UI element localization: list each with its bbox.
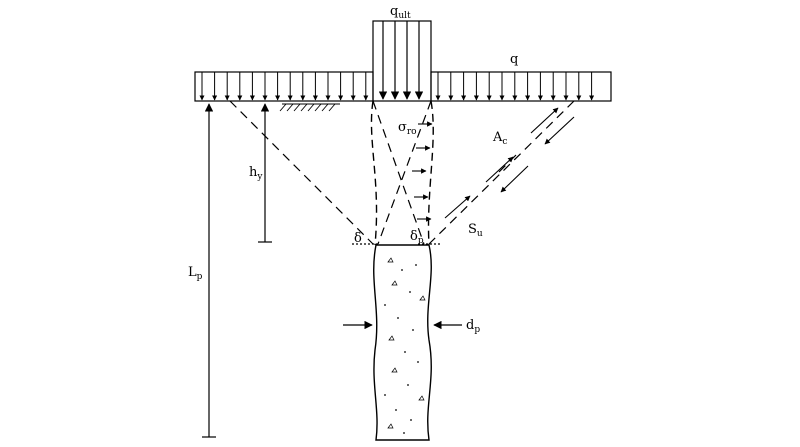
- concrete-speckle: [412, 329, 414, 331]
- concrete-speckle: [387, 257, 394, 263]
- concrete-speckle: [410, 419, 412, 421]
- concrete-speckle: [391, 367, 398, 373]
- concrete-speckle: [418, 395, 425, 401]
- shear-arrows: [444, 107, 575, 219]
- label-sigma-ro: σro: [398, 120, 417, 137]
- label-l-p: Lp: [188, 265, 203, 282]
- concrete-speckle: [384, 304, 386, 306]
- label-delta: δ: [354, 231, 362, 246]
- dimension-lp: [202, 103, 216, 438]
- ground-hatch: [279, 103, 340, 112]
- concrete-speckle: [403, 432, 405, 434]
- concrete-speckle: [391, 280, 398, 286]
- surcharge-left: [194, 71, 374, 102]
- concrete-speckle: [409, 291, 411, 293]
- concrete-speckle: [397, 317, 399, 319]
- ultimate-load-block: [372, 20, 432, 102]
- dimension-hy: [258, 103, 272, 243]
- concrete-speckle: [395, 409, 397, 411]
- concrete-speckle: [415, 264, 417, 266]
- concrete-speckle: [419, 295, 426, 301]
- label-delta-p: δp: [410, 229, 424, 246]
- label-s-u: Su: [468, 222, 483, 239]
- label-q: q: [510, 52, 518, 67]
- label-a-c: Ac: [492, 130, 507, 147]
- pile-shaft: [370, 100, 434, 441]
- concrete-speckle: [401, 269, 403, 271]
- label-d-p: dp: [466, 318, 480, 335]
- label-q-ult: qult: [390, 4, 411, 21]
- concrete-speckle: [407, 384, 409, 386]
- concrete-speckle: [417, 361, 419, 363]
- concrete-speckle: [388, 335, 395, 341]
- concrete-speckle: [384, 394, 386, 396]
- lateral-stress-arrows: [412, 121, 433, 222]
- concrete-speckle: [387, 423, 394, 429]
- surcharge-right: [430, 71, 612, 102]
- concrete-speckle: [404, 351, 406, 353]
- label-h-y: hy: [249, 165, 263, 182]
